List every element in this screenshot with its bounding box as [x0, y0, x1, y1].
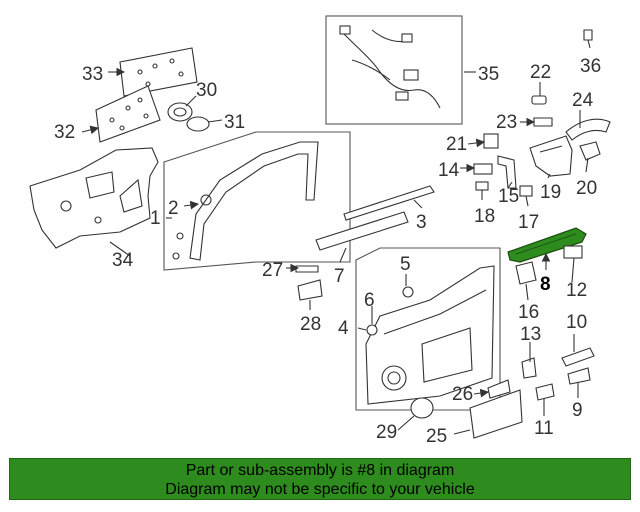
callout-labels: 33 30 31 32 34 1 2 35 3 7 27 28 4 6 5 29… [54, 56, 601, 447]
part-24-trim [565, 118, 611, 141]
callout-35: 35 [478, 64, 499, 85]
callout-26: 26 [452, 384, 473, 405]
callout-34: 34 [112, 250, 134, 271]
part-30-speaker [167, 102, 193, 122]
callout-25: 25 [426, 426, 447, 447]
part-19-switch-panel [529, 135, 573, 177]
callout-15: 15 [498, 186, 519, 207]
callout-30: 30 [196, 80, 217, 101]
callout-9: 9 [572, 400, 583, 421]
part-9-clip [567, 367, 591, 385]
banner-line-2: Diagram may not be specific to your vehi… [165, 481, 475, 498]
callout-3: 3 [416, 212, 427, 233]
callout-12: 12 [566, 280, 587, 301]
part-6-screw [366, 324, 378, 336]
callout-19: 19 [540, 182, 561, 203]
part-35-harness-box [325, 15, 463, 125]
callout-24: 24 [572, 90, 594, 111]
callout-4: 4 [338, 318, 349, 339]
part-31-ring [186, 116, 210, 132]
callout-36: 36 [580, 56, 601, 77]
callout-28: 28 [300, 314, 321, 335]
part-27-clip [295, 265, 319, 273]
info-banner: Part or sub-assembly is #8 in diagram Di… [9, 458, 631, 500]
part-25-pocket [469, 389, 523, 439]
part-36-clip [583, 29, 593, 41]
callout-20: 20 [576, 178, 597, 199]
part-20-cover [579, 141, 601, 161]
callout-10: 10 [566, 312, 587, 333]
callout-1: 1 [150, 208, 161, 229]
callout-31: 31 [224, 112, 245, 133]
part-33-panel [119, 47, 198, 97]
callout-11: 11 [534, 418, 554, 439]
part-7-molding [315, 211, 409, 251]
callout-23: 23 [496, 112, 517, 133]
part-34-sheet [29, 147, 159, 249]
parts-diagram: 33 30 31 32 34 1 2 35 3 7 27 28 4 6 5 29… [29, 15, 611, 447]
part-5-screw [402, 286, 414, 298]
part-13-clip [521, 357, 537, 379]
callout-18: 18 [474, 206, 495, 227]
part-11-clip [535, 383, 555, 401]
part-8-armrest [507, 227, 587, 263]
part-15-bracket [497, 155, 517, 189]
door-trim-box [355, 247, 501, 411]
banner-line-1: Part or sub-assembly is #8 in diagram [185, 462, 455, 479]
part-17-clip [519, 185, 533, 197]
part-22-cap [531, 95, 547, 105]
part-28-bracket [297, 279, 323, 301]
part-10-handle [561, 347, 595, 367]
callout-33: 33 [82, 64, 103, 85]
callout-5: 5 [400, 254, 411, 275]
callout-17: 17 [518, 212, 539, 233]
callout-32: 32 [54, 122, 75, 143]
callout-27: 27 [262, 260, 283, 281]
leader-lines [81, 39, 591, 435]
callout-8: 8 [540, 274, 551, 295]
callout-6: 6 [364, 290, 375, 311]
callout-7: 7 [334, 266, 345, 287]
callout-29: 29 [376, 422, 397, 443]
callout-2: 2 [168, 198, 179, 219]
part-26-clip [487, 379, 511, 399]
part-23-clip [533, 117, 553, 127]
callout-21: 21 [446, 134, 467, 155]
part-29-cap [410, 397, 434, 419]
part-21-switch [483, 133, 499, 149]
part-1-frame-box [163, 131, 351, 271]
part-3-molding [343, 185, 435, 221]
callout-14: 14 [438, 160, 460, 181]
part-12-clip [563, 245, 583, 259]
part-18-clip [475, 181, 489, 191]
callout-22: 22 [530, 62, 551, 83]
part-16-bracket [515, 261, 537, 285]
callout-16: 16 [518, 302, 539, 323]
part-14-handle [473, 163, 493, 175]
callout-13: 13 [520, 324, 541, 345]
